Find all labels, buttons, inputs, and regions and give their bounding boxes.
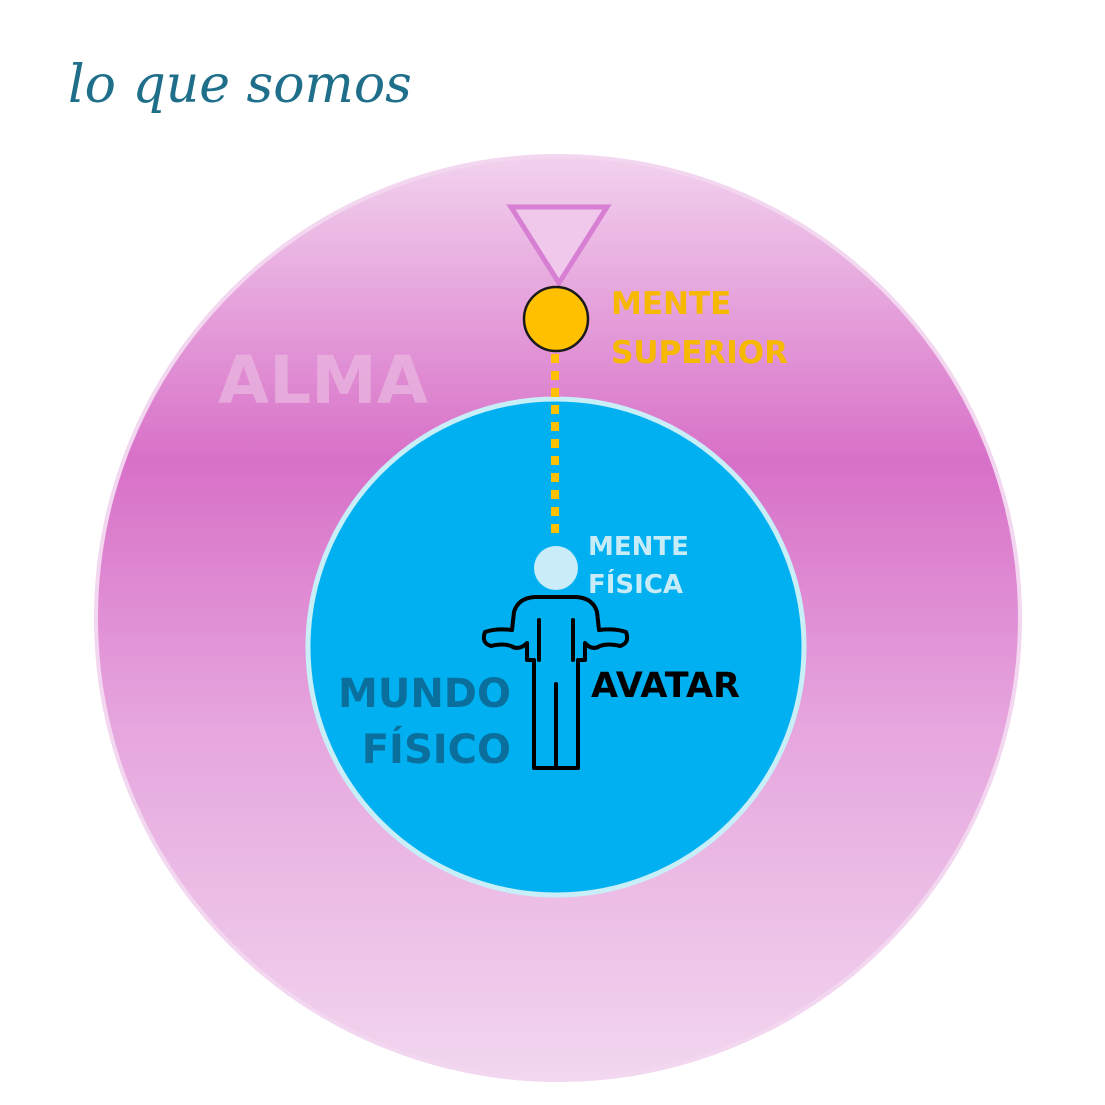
mente-fisica-label-line1: MENTE xyxy=(588,532,689,562)
mundo-fisico-label-line2: FÍSICO xyxy=(362,725,511,773)
avatar-label: AVATAR xyxy=(591,666,740,706)
page-title: lo que somos xyxy=(68,55,412,115)
mente-superior-label-line2: SUPERIOR xyxy=(611,335,788,371)
alma-label: ALMA xyxy=(218,342,428,419)
mente-fisica-label-line2: FÍSICA xyxy=(588,568,683,600)
mente-superior-circle xyxy=(522,285,590,353)
mundo-fisico-label-line1: MUNDO xyxy=(338,671,511,717)
mente-superior-label-line1: MENTE xyxy=(611,286,731,322)
triangle-icon xyxy=(506,204,612,288)
avatar-figure-icon xyxy=(481,595,630,770)
mundo-fisico-circle xyxy=(305,396,807,898)
mente-fisica-circle xyxy=(534,546,578,590)
